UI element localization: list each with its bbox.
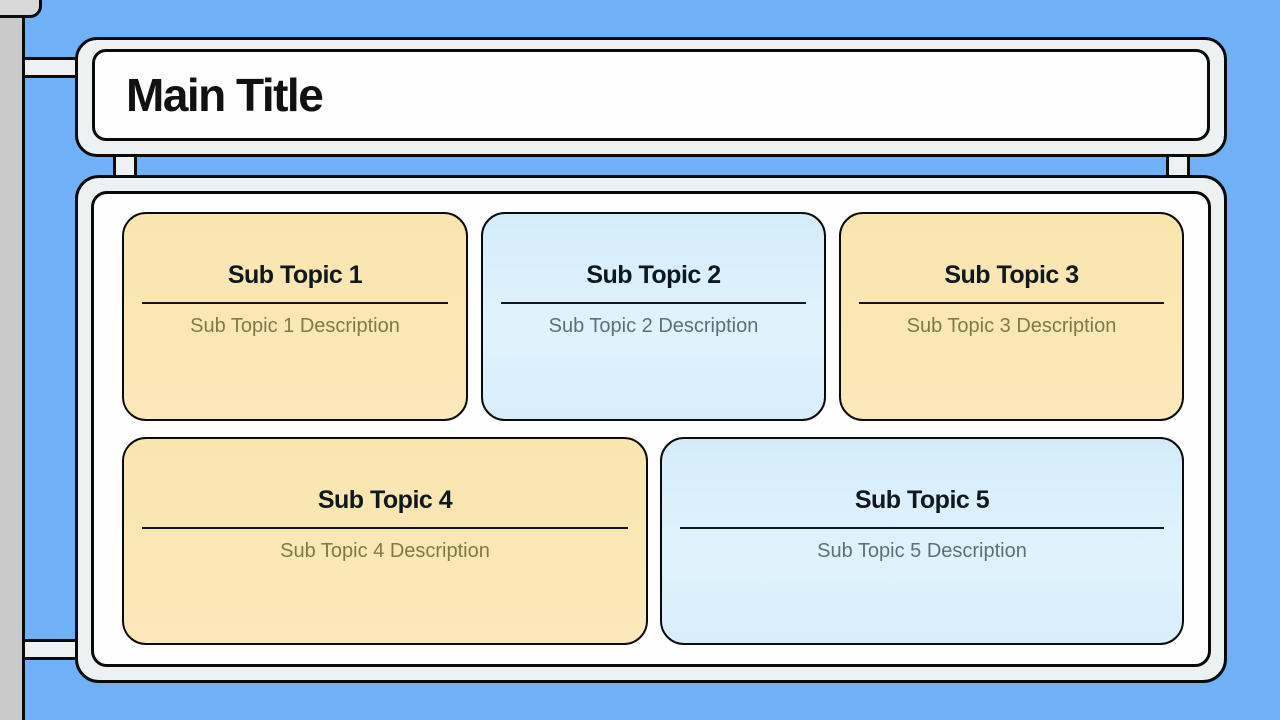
subtopic-4-description: Sub Topic 4 Description xyxy=(280,540,490,562)
subtopic-card-4: Sub Topic 4 Sub Topic 4 Description xyxy=(122,437,648,645)
subtopic-4-title: Sub Topic 4 xyxy=(317,486,453,514)
subtopic-card-1: Sub Topic 1 Sub Topic 1 Description xyxy=(122,212,468,421)
subtopic-card-3: Sub Topic 3 Sub Topic 3 Description xyxy=(839,212,1184,421)
main-title-inner-panel: Main Title xyxy=(92,49,1210,141)
content-left-connector xyxy=(25,639,80,660)
subtopic-1-description: Sub Topic 1 Description xyxy=(190,315,400,337)
subtopic-5-divider xyxy=(680,527,1164,529)
subtopic-1-divider xyxy=(142,302,448,304)
main-title-text: Main Title xyxy=(126,69,324,121)
left-rail-bar xyxy=(0,0,25,720)
title-left-connector xyxy=(25,57,80,78)
subtopic-3-description: Sub Topic 3 Description xyxy=(906,315,1117,337)
subtopic-1-title: Sub Topic 1 xyxy=(227,261,363,289)
subtopic-5-title: Sub Topic 5 xyxy=(854,486,990,514)
subtopic-card-2: Sub Topic 2 Sub Topic 2 Description xyxy=(481,212,826,421)
subtopic-2-divider xyxy=(501,302,806,304)
main-title-panel: Main Title xyxy=(75,37,1227,157)
subtopic-2-title: Sub Topic 2 xyxy=(586,261,721,289)
subtopic-3-title: Sub Topic 3 xyxy=(944,261,1079,289)
subtopic-card-5: Sub Topic 5 Sub Topic 5 Description xyxy=(660,437,1184,645)
subtopic-5-description: Sub Topic 5 Description xyxy=(817,540,1027,562)
subtopic-4-divider xyxy=(142,527,628,529)
subtopic-2-description: Sub Topic 2 Description xyxy=(548,315,759,337)
subtopic-3-divider xyxy=(859,302,1164,304)
left-rail-top-cap xyxy=(0,0,42,18)
